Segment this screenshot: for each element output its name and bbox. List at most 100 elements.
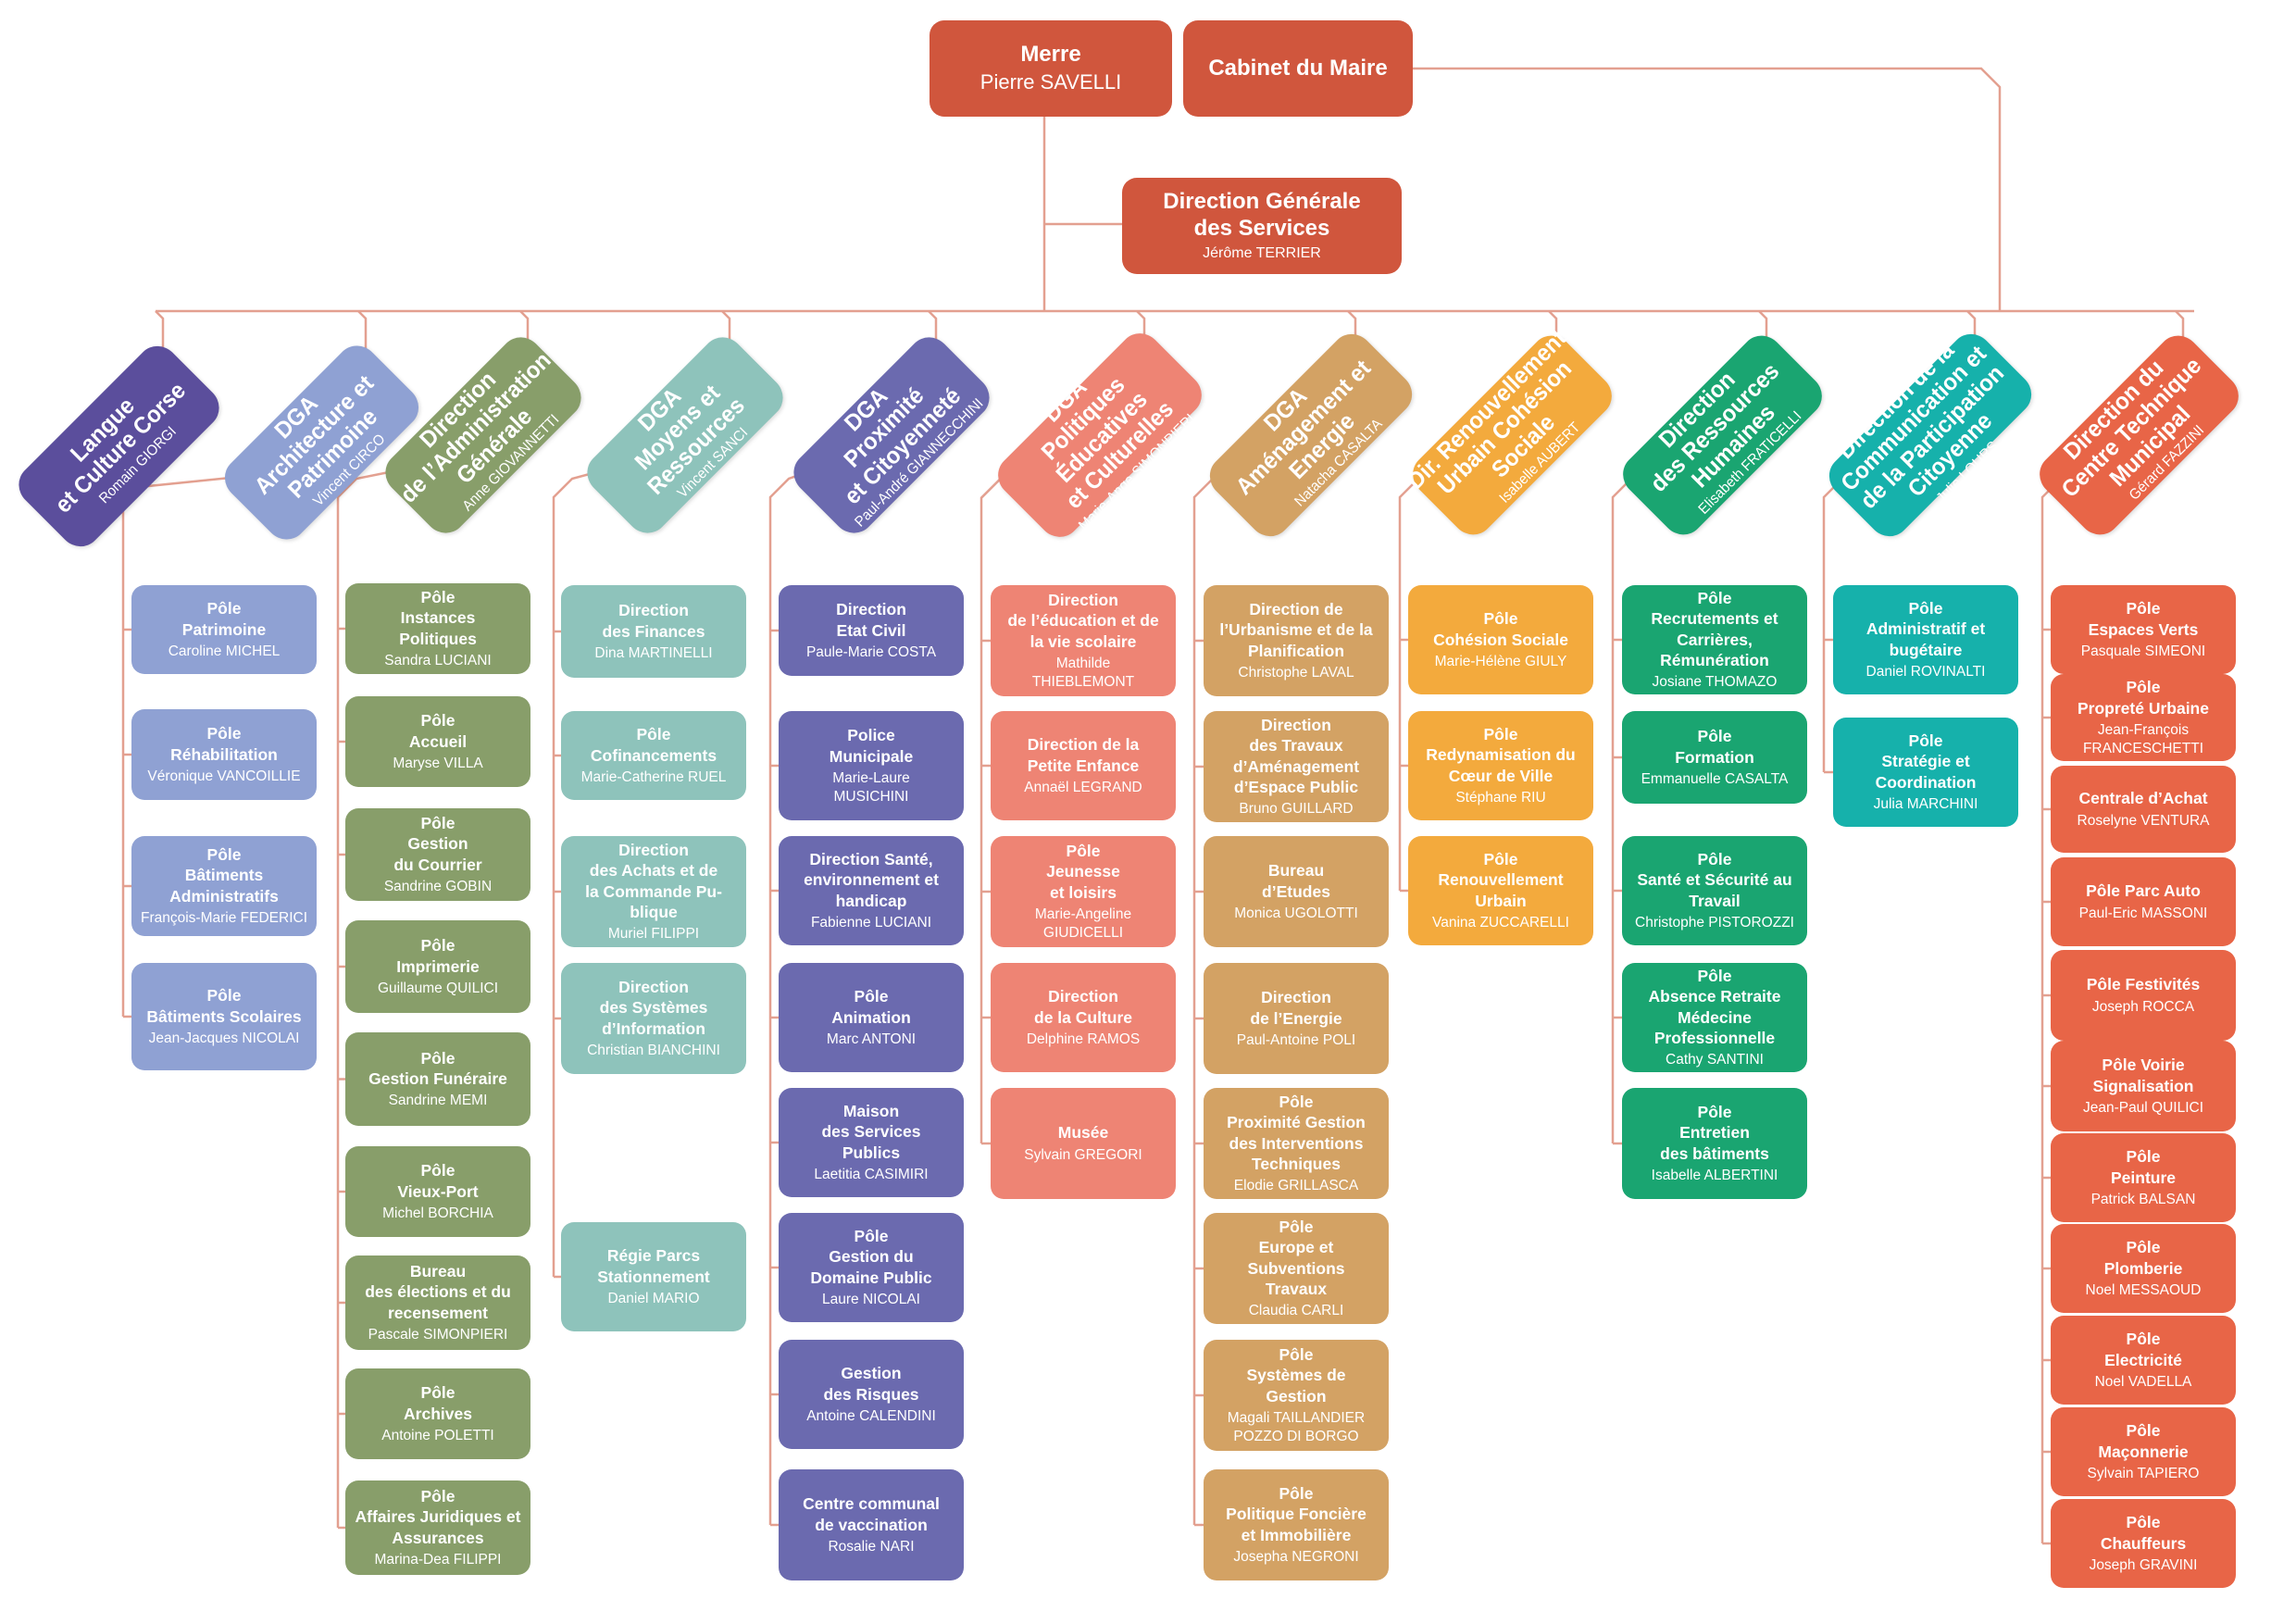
unit-title: Pôle Cohésion Sociale: [1433, 609, 1568, 649]
unit-person: Sylvain GREGORI: [1024, 1146, 1142, 1163]
unit-person: Paul-Eric MASSONI: [2078, 905, 2208, 921]
unit-title: Pôle Festivités: [2086, 975, 2201, 994]
unit-title: Direction de la Culture: [1034, 987, 1132, 1027]
unit-person: Jean-François FRANCESCHETTI: [2082, 722, 2204, 756]
unit-person: Joseph ROCCA: [2091, 998, 2195, 1015]
unit-person: Laetitia CASIMIRI: [814, 1167, 929, 1183]
unit-person: Antoine POLETTI: [381, 1427, 494, 1443]
unit-person: Julia MARCHINI: [1873, 796, 1978, 813]
unit-box: Pôle Recrutements et Carrières, Rémunéra…: [1622, 585, 1807, 694]
unit-title: Direction de la Petite Enfance: [1027, 735, 1140, 775]
unit-title: Musée: [1057, 1123, 1109, 1143]
unit-box: Direction de l’Urbanisme et de la Planif…: [1204, 585, 1389, 696]
unit-person: Marina-Dea FILIPPI: [374, 1552, 502, 1568]
mayor-name: Pierre SAVELLI: [980, 70, 1122, 94]
unit-title: Pôle Cofinancements: [590, 725, 718, 765]
unit-person: Isabelle ALBERTINI: [1651, 1168, 1778, 1184]
unit-title: Pôle Patrimoine: [181, 599, 267, 639]
unit-title: Direction des Systèmes d’Information: [599, 978, 708, 1038]
unit-person: Josepha NEGRONI: [1233, 1549, 1359, 1566]
dgs-title: Direction Générale des Services: [1163, 188, 1361, 241]
unit-person: Marie-Angeline GIUDICELLI: [1034, 906, 1132, 942]
unit-box: Direction Santé, environnement et handic…: [779, 836, 964, 945]
unit-person: Guillaume QUILICI: [377, 980, 499, 996]
unit-title: Pôle Voirie Signalisation: [2092, 1056, 2194, 1095]
unit-title: Pôle Gestion du Domaine Public: [810, 1227, 932, 1287]
unit-title: Bureau des élections et du recensement: [365, 1262, 511, 1322]
mayor-box: Merre Pierre SAVELLI: [930, 20, 1172, 117]
unit-title: Pôle Gestion du Courrier: [393, 814, 482, 874]
unit-person: Marie-Hélène GIULY: [1434, 653, 1567, 669]
unit-person: Laure NICOLAI: [822, 1292, 920, 1308]
unit-title: Pôle Plomberie: [2103, 1238, 2183, 1278]
unit-person: Elodie GRILLASCA: [1233, 1178, 1359, 1194]
unit-title: Pôle Archives: [404, 1383, 472, 1423]
unit-box: Pôle Proximité Gestion des Interventions…: [1204, 1088, 1389, 1199]
unit-title: Pôle Bâtiments Scolaires: [146, 986, 302, 1026]
unit-title: Gestion des Risques: [823, 1364, 919, 1404]
unit-person: Sandrine GOBIN: [383, 879, 493, 895]
unit-title: Pôle Proximité Gestion des Interventions…: [1227, 1092, 1366, 1173]
unit-title: Pôle Politique Foncière et Immobilière: [1226, 1484, 1366, 1544]
unit-title: Pôle Redynamisation du Cœur de Ville: [1426, 725, 1576, 785]
unit-title: Pôle Gestion Funéraire: [368, 1048, 507, 1089]
unit-person: Delphine RAMOS: [1026, 1031, 1141, 1047]
unit-title: Centrale d’Achat: [2078, 789, 2208, 808]
unit-person: Christian BIANCHINI: [587, 1043, 720, 1059]
unit-person: Monica UGOLOTTI: [1234, 905, 1358, 921]
unit-title: Pôle Recrutements et Carrières, Rémunéra…: [1651, 588, 1778, 669]
unit-title: Pôle Maçonnerie: [2098, 1421, 2189, 1461]
unit-person: Bruno GUILLARD: [1239, 801, 1354, 818]
unit-person: Fabienne LUCIANI: [810, 915, 932, 931]
unit-title: Direction Santé, environnement et handic…: [804, 850, 939, 910]
unit-title: Police Municipale: [829, 726, 914, 766]
unit-person: Josiane THOMAZO: [1652, 674, 1778, 691]
unit-person: Emmanuelle CASALTA: [1641, 770, 1789, 787]
unit-person: Marie-Laure MUSICHINI: [832, 770, 910, 805]
unit-person: Noel VADELLA: [2094, 1373, 2192, 1390]
unit-person: Stéphane RIU: [1455, 790, 1546, 806]
unit-title: Pôle Europe et Subventions Travaux: [1247, 1217, 1345, 1298]
unit-person: Marc ANTONI: [826, 1031, 917, 1047]
unit-person: Paule-Marie COSTA: [805, 643, 937, 660]
unit-box: Direction des Achats et de la Commande P…: [561, 836, 746, 947]
unit-person: Antoine CALENDINI: [806, 1407, 936, 1424]
unit-title: Pôle Parc Auto: [2086, 881, 2201, 901]
unit-person: Noel MESSAOUD: [2085, 1281, 2202, 1298]
unit-box: Pôle Absence Retraite Médecine Professio…: [1622, 963, 1807, 1072]
unit-person: Daniel MARIO: [607, 1290, 700, 1306]
unit-title: Centre communal de vaccination: [803, 1494, 940, 1534]
unit-title: Pôle Réhabilitation: [170, 724, 278, 764]
unit-title: Bureau d’Etudes: [1262, 861, 1330, 901]
unit-box: Direction des Travaux d’Aménagement d’Es…: [1204, 711, 1389, 822]
unit-person: Pasquale SIMEONI: [2080, 643, 2206, 659]
unit-title: Pôle Renouvellement Urbain: [1438, 850, 1564, 910]
unit-title: Pôle Accueil: [408, 711, 468, 751]
unit-title: Pôle Stratégie et Coordination: [1875, 731, 1977, 792]
unit-person: Jean-Jacques NICOLAI: [148, 1030, 300, 1046]
unit-title: Pôle Propreté Urbaine: [2078, 678, 2209, 718]
